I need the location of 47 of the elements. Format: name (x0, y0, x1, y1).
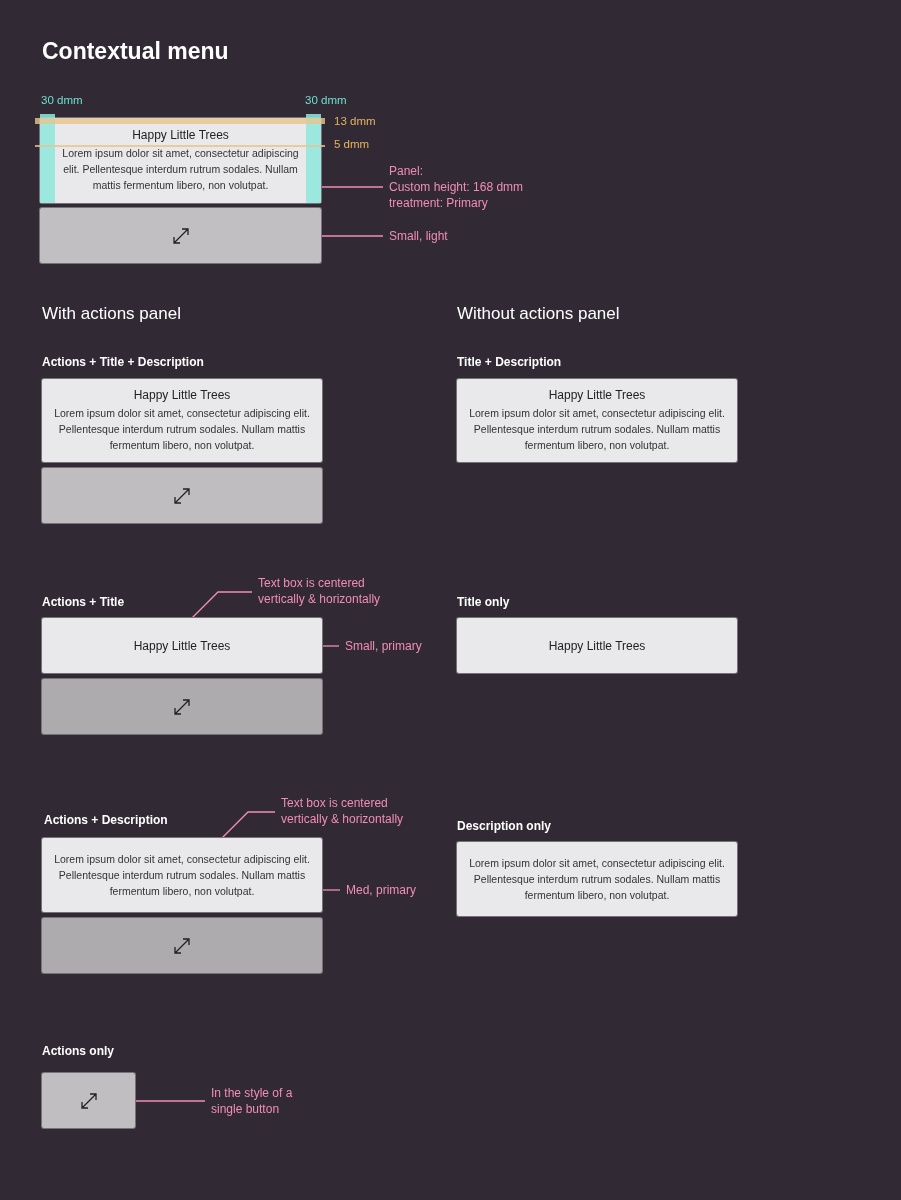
diagram-title: Contextual menu (42, 38, 229, 65)
panel-title: Happy Little Trees (548, 388, 646, 402)
panel-description: Lorem ipsum dolor sit amet, consectetur adipiscing elit. Pellentesque interdum rutrum sodales. Nullam mattis fermentum libero, non volutpat. (469, 856, 725, 903)
panel-card (42, 379, 322, 462)
panel-card (42, 618, 322, 673)
variant-label: Actions + Title (42, 595, 125, 609)
panel-description: Lorem ipsum dolor sit amet, consectetur adipiscing elit. Pellentesque interdum rutrum sodales. Nullam mattis fermentum libero, non volutpat. (54, 852, 310, 899)
panel-title: Happy Little Trees (133, 638, 231, 653)
annotation-text: Panel: (389, 163, 425, 179)
panel-description: Lorem ipsum dolor sit amet, consectetur adipiscing elit. Pellentesque interdum rutrum sodales. Nullam mattis fermentum libero, non volutpat. (54, 406, 310, 453)
dimension-label: 13 dmm (334, 115, 376, 127)
panel-title: Happy Little Trees (132, 128, 229, 142)
leader-line (320, 186, 384, 188)
panel-card (457, 618, 737, 673)
annotation-text: Small, primary (345, 638, 445, 654)
dimension-label: 30 dmm (305, 94, 347, 106)
variant-label: Actions only (42, 1044, 114, 1058)
annotation-text: Custom height: 168 dmm (389, 179, 525, 195)
leader-line (320, 235, 384, 237)
annotation-text: treatment: Primary (389, 195, 489, 211)
actions-panel (40, 208, 321, 263)
leader-line (191, 591, 253, 619)
annotation-text: Med, primary (346, 882, 446, 898)
annotation-text: In the style of a single button (211, 1085, 303, 1117)
panel-title: Happy Little Trees (133, 388, 231, 402)
annotation-text: Small, light (389, 228, 489, 244)
annotation-text: Text box is centered vertically & horizontally (281, 795, 431, 827)
panel-card (457, 379, 737, 462)
panel-description: Lorem ipsum dolor sit amet, consectetur adipiscing elit. Pellentesque interdum rutrum sodales. Nullam mattis fermentum libero, non volutpat. (469, 406, 725, 453)
section-heading: Without actions panel (457, 304, 620, 324)
leader-line (134, 1100, 206, 1102)
leader-line (321, 645, 340, 647)
leader-line (321, 889, 341, 891)
leader-line (221, 811, 276, 839)
dimension-label: 5 dmm (334, 138, 370, 150)
annotation-text: Text box is centered vertically & horizontally (258, 575, 408, 607)
actions-panel (42, 679, 322, 734)
panel-card (457, 842, 737, 916)
variant-label: Actions + Description (44, 813, 168, 827)
panel-description: Lorem ipsum dolor sit amet, consectetur adipiscing elit. Pellentesque interdum rutrum sodales. Nullam mattis fermentum libero, non volutpat. (61, 146, 300, 193)
actions-panel (42, 1073, 135, 1128)
dimension-label: 30 dmm (41, 94, 83, 106)
actions-panel (42, 468, 322, 523)
panel-title: Happy Little Trees (548, 638, 646, 653)
panel-card (42, 838, 322, 912)
section-heading: With actions panel (42, 304, 181, 324)
actions-panel (42, 918, 322, 973)
